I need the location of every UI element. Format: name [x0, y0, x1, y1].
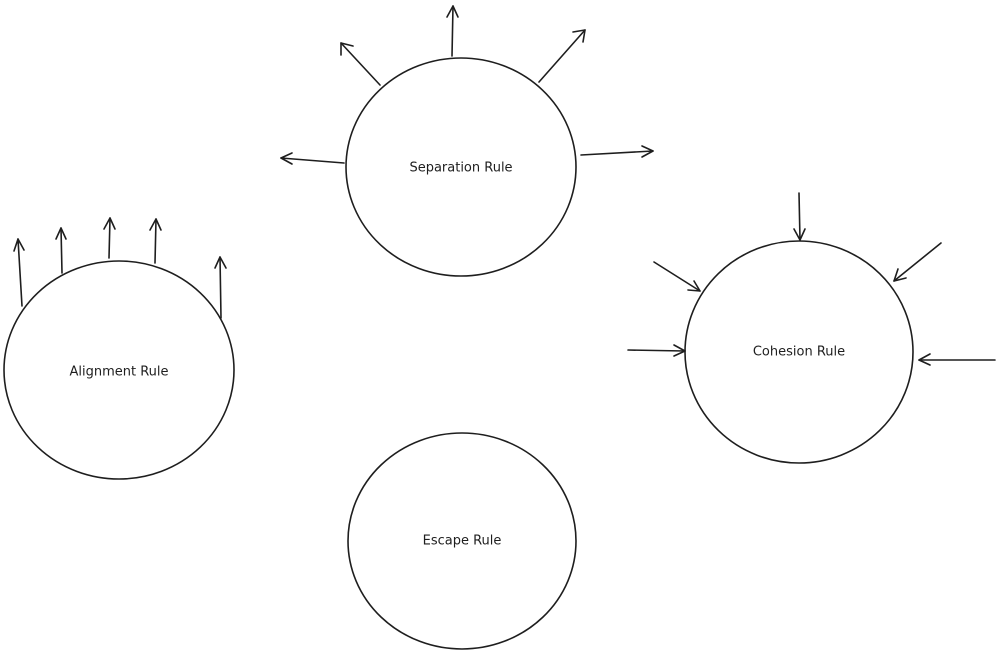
escape-rule-label: Escape Rule	[423, 534, 502, 549]
separation-rule-circle	[345, 57, 577, 277]
separation-arrow-up-right	[538, 29, 586, 83]
alignment-arrow-5	[214, 256, 227, 319]
alignment-rule-node: Alignment Rule	[3, 217, 235, 480]
cohesion-arrow-left	[627, 344, 686, 357]
alignment-arrow-3	[103, 217, 116, 259]
alignment-rule-circle	[3, 260, 235, 480]
cohesion-rule-node: Cohesion Rule	[627, 192, 996, 464]
alignment-arrow-4	[149, 218, 162, 264]
cohesion-arrow-top-left	[653, 261, 701, 292]
escape-rule-circle	[347, 432, 577, 650]
cohesion-rule-label: Cohesion Rule	[753, 345, 845, 360]
separation-arrow-up-left	[340, 42, 381, 86]
separation-rule-label: Separation Rule	[409, 161, 512, 176]
alignment-rule-label: Alignment Rule	[69, 365, 168, 380]
cohesion-arrow-right	[918, 353, 996, 366]
alignment-arrow-2	[55, 227, 67, 274]
separation-arrow-left	[280, 152, 345, 165]
alignment-arrow-1	[13, 238, 25, 307]
separation-arrow-up	[446, 5, 459, 57]
escape-rule-node: Escape Rule	[347, 432, 577, 650]
separation-arrow-right	[580, 145, 654, 158]
separation-rule-node: Separation Rule	[280, 5, 654, 277]
cohesion-arrow-top	[793, 192, 806, 241]
cohesion-arrow-top-right	[893, 242, 942, 282]
cohesion-rule-circle	[684, 240, 914, 464]
